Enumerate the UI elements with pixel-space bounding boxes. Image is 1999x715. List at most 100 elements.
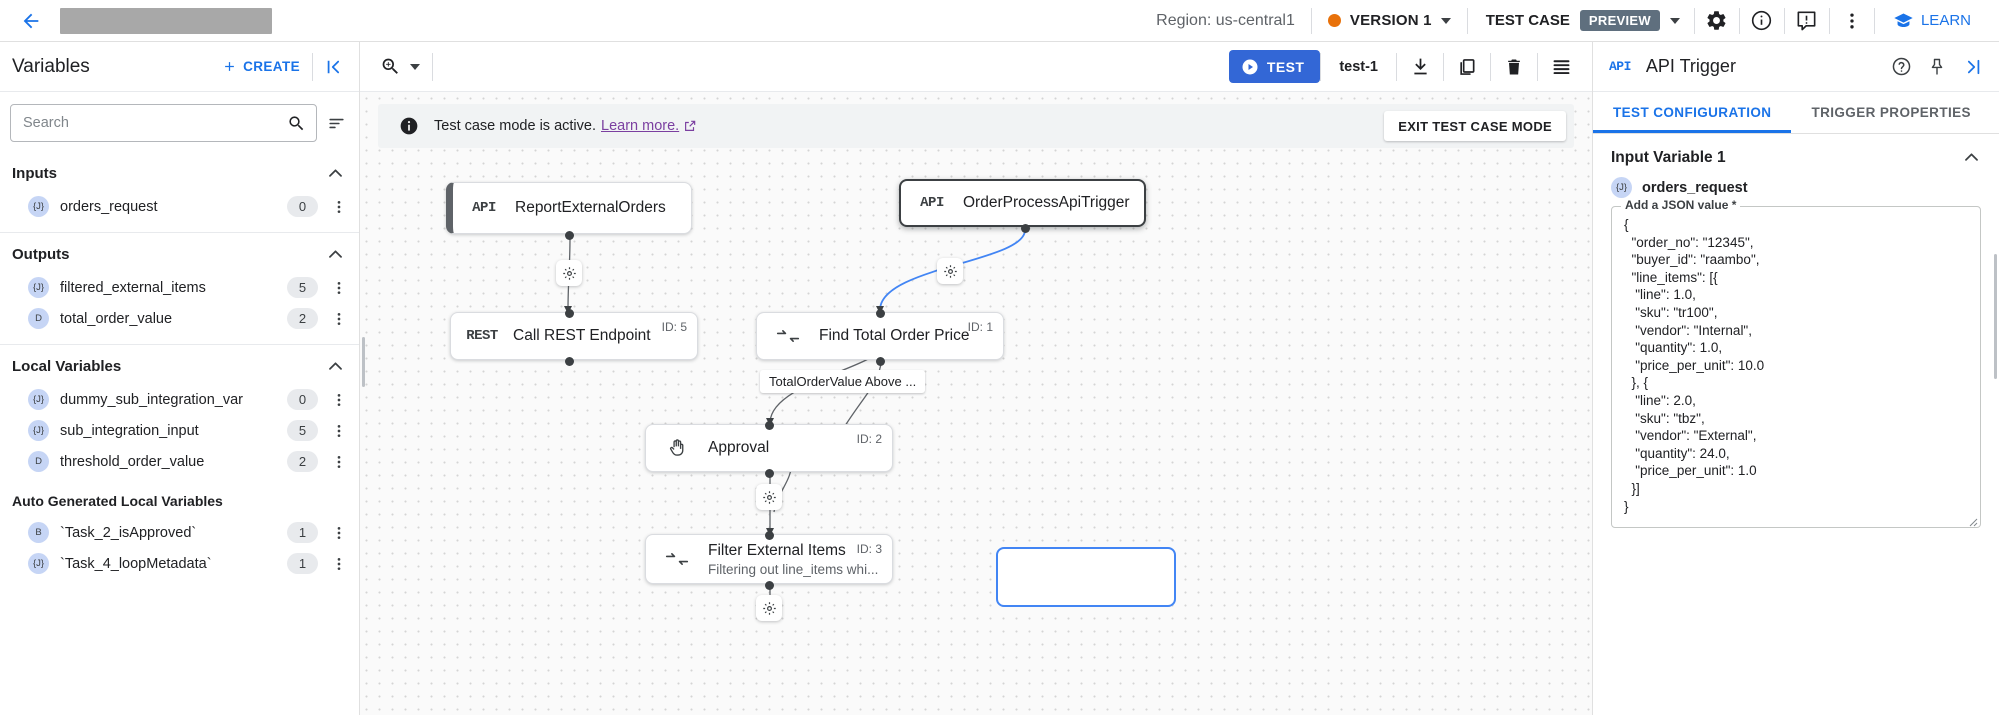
section-title-inputs: Inputs [12,165,57,182]
node-port [765,469,774,478]
chevron-up-icon-outputs [326,245,345,264]
count-badge: 2 [287,308,318,329]
test-case-name[interactable]: test-1 [1339,58,1378,75]
zoom-control[interactable] [374,56,432,77]
flow-node-report-external-orders[interactable]: API ReportExternalOrders [446,182,692,234]
learn-button[interactable]: LEARN [1875,10,1985,31]
gear-edge-icon-4[interactable] [756,595,782,621]
list-item[interactable]: {J} orders_request 0 [0,191,359,222]
tab-test-configuration[interactable]: TEST CONFIGURATION [1593,92,1791,133]
type-badge: {J} [28,196,49,217]
type-badge: B [28,522,49,543]
more-vert-icon[interactable] [1830,0,1874,42]
node-subtitle: Filtering out line_items whi... [708,561,879,577]
flow-node-order-process-api-trigger[interactable]: API OrderProcessApiTrigger [899,179,1146,227]
pin-icon[interactable] [1919,48,1955,86]
delete-icon[interactable] [1491,46,1537,88]
more-vert-icon[interactable] [329,311,349,327]
gear-edge-icon[interactable] [556,260,582,286]
tab-trigger-properties[interactable]: TRIGGER PROPERTIES [1811,105,1971,120]
more-vert-icon[interactable] [329,199,349,215]
list-item[interactable]: {J} filtered_external_items 5 [0,272,359,303]
api-icon-2: API [920,195,944,211]
json-value-field[interactable]: Add a JSON value * { "order_no": "12345"… [1611,198,1981,528]
type-badge: {J} [1611,177,1632,198]
gear-icon[interactable] [1695,0,1739,42]
banner-learn-more-link[interactable]: Learn more. [601,118,680,134]
list-item[interactable]: D total_order_value 2 [0,303,359,334]
flow-node-approval[interactable]: Approval ID: 2 [645,424,893,472]
variable-name: filtered_external_items [60,279,206,296]
test-button[interactable]: TEST [1228,50,1321,83]
flow-node-call-rest-endpoint[interactable]: REST Call REST Endpoint ID: 5 [450,312,698,360]
more-vert-icon[interactable] [329,392,349,408]
node-id-label: ID: 2 [856,432,882,446]
sidebar-scroll-area[interactable]: Inputs {J} orders_request 0 [0,92,359,715]
test-case-selector[interactable]: TEST CASE PREVIEW [1468,10,1694,31]
details-panel: API API Trigger TEST CONFIGURATION TRIGG… [1592,42,1999,715]
list-item[interactable]: D threshold_order_value 2 [0,446,359,477]
plus-icon [225,62,234,71]
gear-edge-icon-2[interactable] [937,258,963,284]
help-icon[interactable] [1883,48,1919,86]
section-header-local-variables[interactable]: Local Variables [0,345,359,384]
flow-canvas[interactable]: Test case mode is active. Learn more. EX… [360,92,1592,715]
variable-name: total_order_value [60,310,173,327]
type-badge: {J} [28,420,49,441]
more-vert-icon[interactable] [329,556,349,572]
json-field-legend: Add a JSON value * [1621,198,1741,212]
list-item[interactable]: B `Task_2_isApproved` 1 [0,517,359,548]
back-button[interactable] [14,4,48,38]
flow-node-placeholder[interactable] [996,547,1176,607]
section-header-inputs[interactable]: Inputs [0,152,359,191]
gear-edge-icon-3[interactable] [756,484,782,510]
version-selector[interactable]: VERSION 1 [1312,12,1467,29]
version-status-dot [1327,14,1341,27]
more-vert-icon[interactable] [329,525,349,541]
exit-test-case-mode-button[interactable]: EXIT TEST CASE MODE [1384,111,1566,141]
more-vert-icon[interactable] [329,280,349,296]
info-icon[interactable] [1740,0,1784,42]
chevron-up-icon-local [326,357,345,376]
list-icon[interactable] [1538,46,1584,88]
feedback-icon[interactable] [1785,0,1829,42]
canvas-toolbar: TEST test-1 [360,42,1592,92]
toolbar-divider-3 [1396,52,1397,81]
details-panel-scrollbar[interactable] [1994,254,1997,379]
sidebar-title: Variables [12,55,90,77]
copy-icon[interactable] [1444,46,1490,88]
input-variable-name: orders_request [1642,179,1748,196]
search-box[interactable] [10,104,317,142]
section-header-outputs[interactable]: Outputs [0,233,359,272]
more-vert-icon[interactable] [329,454,349,470]
node-port [765,581,774,590]
create-variable-button[interactable]: CREATE [212,59,310,74]
sort-icon[interactable] [323,110,349,136]
flow-node-filter-external-items[interactable]: Filter External Items Filtering out line… [645,534,893,584]
node-port [765,421,774,430]
more-vert-icon[interactable] [329,423,349,439]
flow-node-find-total-order-price[interactable]: Find Total Order Price ID: 1 [756,312,1004,360]
json-value-input[interactable]: { "order_no": "12345", "buyer_id": "raam… [1611,206,1981,528]
open-in-new-icon[interactable] [683,119,697,133]
list-item[interactable]: {J} dummy_sub_integration_var 0 [0,384,359,415]
integration-name-redacted [60,7,272,34]
edge-condition-label[interactable]: TotalOrderValue Above ... [760,370,926,393]
node-id-label: ID: 3 [856,542,882,556]
list-item[interactable]: {J} `Task_4_loopMetadata` 1 [0,548,359,579]
section-title-outputs: Outputs [12,246,70,263]
count-badge: 2 [287,451,318,472]
list-item[interactable]: {J} sub_integration_input 5 [0,415,359,446]
chevron-up-icon-input-variable [1962,148,1981,167]
section-local-variables: Local Variables {J} dummy_sub_integratio… [0,345,359,589]
collapse-right-icon[interactable] [1955,48,1991,86]
input-variable-section-header[interactable]: Input Variable 1 [1607,134,1985,177]
canvas-scrollbar[interactable] [362,337,365,387]
search-input[interactable] [23,115,287,131]
download-icon[interactable] [1397,46,1443,88]
header-divider-7 [1873,7,1875,34]
collapse-left-icon[interactable] [315,48,353,86]
chevron-down-icon-zoom [410,63,420,70]
section-header-auto-generated: Auto Generated Local Variables [0,477,359,517]
node-port [1021,224,1030,233]
